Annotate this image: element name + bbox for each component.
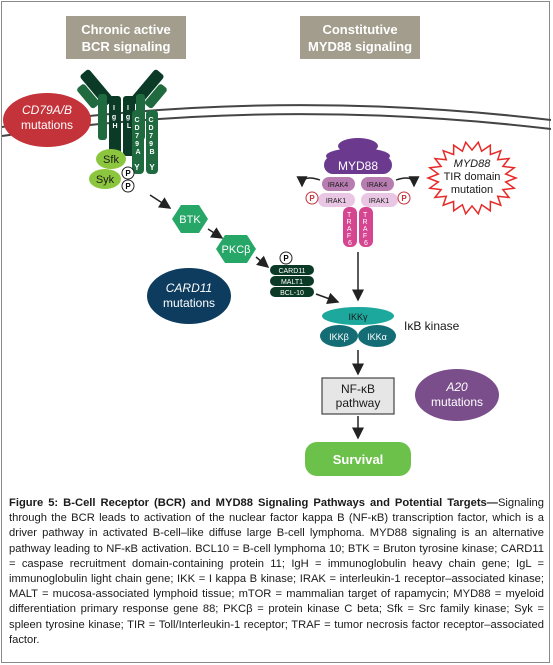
svg-text:P: P	[401, 194, 407, 203]
svg-text:IKKα: IKKα	[367, 332, 387, 342]
btk-node: BTK	[172, 205, 208, 233]
svg-text:BCR signaling: BCR signaling	[82, 39, 171, 54]
a20-mutations-bubble: A20 mutations	[415, 369, 499, 421]
arrow-to-btk	[149, 194, 172, 209]
svg-text:NF-κB: NF-κB	[341, 382, 375, 396]
card11-mutations-bubble: CARD11 mutations	[147, 268, 231, 324]
cd79-mutations-bubble: CD79A/B mutations	[3, 93, 91, 147]
svg-text:P: P	[309, 194, 315, 203]
ikk-complex: IKKγ IKKβ IKKα	[320, 307, 396, 347]
arrow-cbm-to-ikk	[315, 292, 340, 305]
svg-text:MYD88 signaling: MYD88 signaling	[308, 39, 412, 54]
svg-text:PKCβ: PKCβ	[222, 244, 251, 256]
svg-text:MYD88: MYD88	[338, 159, 378, 173]
svg-text:mutations: mutations	[431, 395, 483, 409]
svg-text:Survival: Survival	[333, 452, 384, 467]
svg-text:I g L: I g L	[126, 105, 132, 130]
svg-text:I g H: I g H	[112, 105, 118, 130]
caption-body: Signaling through the BCR leads to activ…	[9, 497, 544, 646]
cd79b-chain	[146, 110, 158, 174]
bcr-header: Chronic active BCR signaling	[66, 16, 186, 59]
svg-text:Syk: Syk	[96, 174, 115, 186]
svg-text:Chronic active: Chronic active	[81, 22, 171, 37]
cd79a-chain	[132, 110, 144, 174]
pkcb-node: PKCβ	[216, 235, 256, 263]
svg-text:T R A F: T R A F 6	[346, 212, 353, 247]
signaling-diagram: Chronic active BCR signaling Constitutiv…	[2, 16, 551, 476]
nfkb-pathway-box: NF-κB pathway	[321, 377, 395, 415]
bcr-receptor: I g H I g L C D 7 9 A C D 7 9 B Y Y	[77, 69, 167, 174]
svg-text:CD79A/B: CD79A/B	[22, 103, 72, 117]
caption-title: Figure 5: B-Cell Receptor (BCR) and MYD8…	[9, 497, 498, 509]
svg-text:CARD11: CARD11	[166, 281, 212, 295]
svg-text:P: P	[283, 254, 289, 263]
svg-text:IRAK1: IRAK1	[369, 198, 389, 205]
myd88-header: Constitutive MYD88 signaling	[300, 16, 420, 59]
myd88-complex: MYD88 IRAK4 IRAK4 IRAK1 IRAK1 T R A F 6 …	[296, 138, 420, 247]
cbm-complex: P CARD11 MALT1 BCL-10	[270, 251, 314, 297]
svg-text:IRAK4: IRAK4	[328, 182, 348, 189]
svg-text:IKKγ: IKKγ	[348, 312, 368, 322]
svg-text:MYD88: MYD88	[454, 158, 492, 170]
myd88-tir-mutation-starburst: MYD88 TIR domain mutation	[425, 140, 519, 216]
arrow-to-pkcb	[207, 227, 224, 239]
figure-caption: Figure 5: B-Cell Receptor (BCR) and MYD8…	[9, 496, 544, 648]
svg-text:BCL-10: BCL-10	[280, 290, 304, 297]
svg-text:CARD11: CARD11	[278, 268, 305, 275]
survival-node: Survival	[305, 442, 411, 476]
svg-text:Constitutive: Constitutive	[322, 22, 397, 37]
svg-text:C D 7 9: C D 7 9 B	[148, 117, 155, 156]
svg-text:TIR domain: TIR domain	[444, 171, 501, 183]
svg-text:mutations: mutations	[21, 118, 73, 132]
svg-text:Y Y: Y Y	[134, 163, 155, 172]
svg-text:mutation: mutation	[451, 184, 493, 196]
svg-text:IRAK1: IRAK1	[326, 198, 346, 205]
phospho-markers-bcr: P P	[121, 166, 135, 193]
svg-text:BTK: BTK	[179, 214, 201, 226]
svg-text:MALT1: MALT1	[281, 279, 303, 286]
arrow-to-cbm	[255, 255, 270, 268]
svg-text:pathway: pathway	[336, 396, 381, 410]
sfk-node: Sfk	[96, 149, 126, 169]
svg-text:C D 7 9: C D 7 9 A	[134, 117, 141, 156]
svg-text:mutations: mutations	[163, 296, 215, 310]
svg-text:IKKβ: IKKβ	[329, 332, 349, 342]
svg-text:A20: A20	[445, 380, 468, 394]
svg-text:IRAK4: IRAK4	[367, 182, 387, 189]
svg-text:Sfk: Sfk	[103, 154, 119, 166]
syk-node: Syk	[89, 169, 121, 189]
svg-text:T R A F: T R A F 6	[362, 212, 369, 247]
ikb-kinase-label: IκB kinase	[404, 319, 460, 333]
igl-left	[98, 94, 107, 140]
svg-text:P: P	[125, 182, 131, 191]
svg-text:P: P	[125, 169, 131, 178]
igh-left	[109, 96, 121, 156]
